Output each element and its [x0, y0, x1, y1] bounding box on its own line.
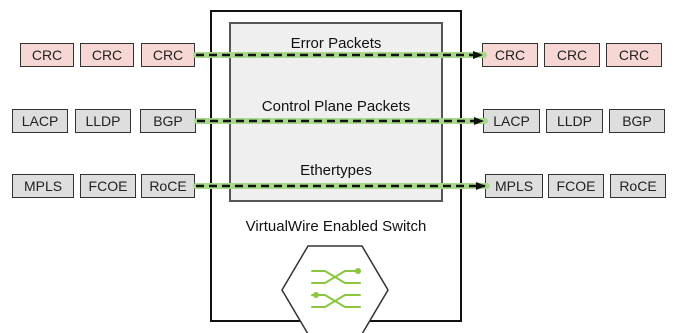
switch-crossover-icon: [281, 245, 389, 333]
switch-label: VirtualWire Enabled Switch: [245, 218, 427, 235]
packet-out-crc-2: CRC: [544, 43, 600, 67]
packet-out-lacp: LACP: [483, 109, 540, 133]
packet-in-roce: RoCE: [141, 174, 195, 198]
packet-in-mpls: MPLS: [12, 174, 74, 198]
packet-in-lacp: LACP: [12, 109, 68, 133]
packet-out-crc-3: CRC: [606, 43, 662, 67]
packet-in-bgp: BGP: [140, 109, 196, 133]
packet-out-bgp: BGP: [609, 109, 665, 133]
packet-out-mpls: MPLS: [485, 174, 543, 198]
packet-in-lldp: LLDP: [75, 109, 131, 133]
row-label-ethertypes: Ethertypes: [300, 162, 372, 179]
packet-in-fcoe: FCOE: [80, 174, 136, 198]
packet-out-fcoe: FCOE: [548, 174, 604, 198]
packet-out-crc-1: CRC: [482, 43, 538, 67]
row-label-control-plane-packets: Control Plane Packets: [261, 98, 411, 115]
packet-in-crc-2: CRC: [80, 43, 134, 67]
packet-in-crc-1: CRC: [20, 43, 74, 67]
packet-out-lldp: LLDP: [546, 109, 603, 133]
packet-out-roce: RoCE: [610, 174, 666, 198]
row-label-error-packets: Error Packets: [290, 35, 382, 52]
packet-in-crc-3: CRC: [141, 43, 195, 67]
